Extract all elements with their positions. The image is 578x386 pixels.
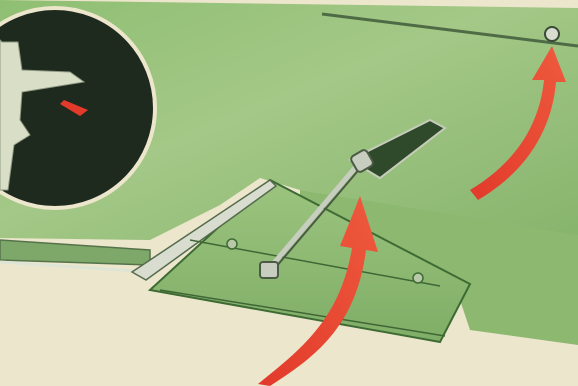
control-horn — [545, 27, 559, 41]
rod-bracket — [260, 262, 278, 278]
rivet — [227, 239, 237, 249]
rivet — [413, 273, 423, 283]
